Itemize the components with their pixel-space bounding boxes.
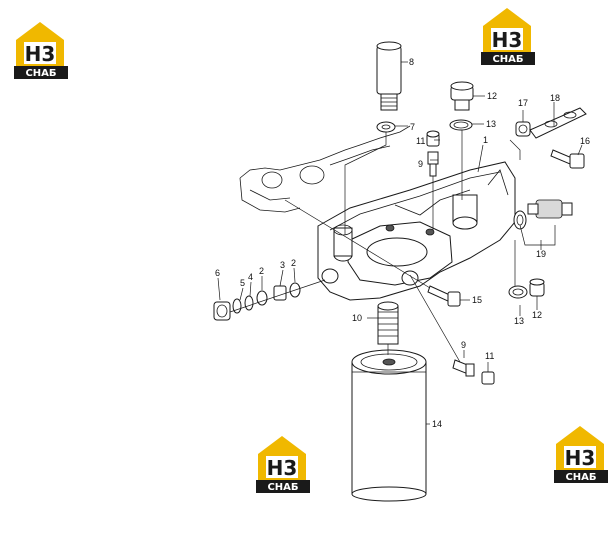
part-5-ring xyxy=(232,298,242,314)
callout-11-top: 11 xyxy=(416,136,425,146)
callout-19: 19 xyxy=(536,249,546,259)
part-16-bolt xyxy=(550,149,585,169)
callout-15: 15 xyxy=(472,295,482,305)
logo-word: СНАБ xyxy=(267,482,298,493)
part-19-sensor xyxy=(527,199,573,219)
callout-6: 6 xyxy=(215,268,220,278)
callout-9-top: 9 xyxy=(418,159,423,169)
part-18-bracket xyxy=(529,107,587,139)
part-12-plug-top xyxy=(450,81,474,111)
callout-1: 1 xyxy=(483,135,488,145)
callout-18: 18 xyxy=(550,93,560,103)
part-6-plug xyxy=(213,301,231,321)
callout-17: 17 xyxy=(518,98,528,108)
part-14-filter xyxy=(351,349,427,502)
callout-2a: 2 xyxy=(259,266,264,276)
logo-bottom-center: СНАБ xyxy=(256,436,310,493)
part-10-nipple xyxy=(377,301,399,345)
filter-head xyxy=(317,161,516,301)
logo-top-right: СНАБ xyxy=(481,8,535,65)
engine-block-outline xyxy=(239,125,411,213)
part-2-seal-a xyxy=(256,290,268,306)
logo-word: СНАБ xyxy=(492,54,523,65)
part-7-washer xyxy=(376,121,396,133)
logo-bottom-right: СНАБ xyxy=(554,426,608,483)
logo-word: СНАБ xyxy=(565,472,596,483)
callout-14: 14 xyxy=(432,419,442,429)
callout-2b: 2 xyxy=(291,258,296,268)
part-13-oring-top xyxy=(449,119,473,131)
logo-word: СНАБ xyxy=(25,68,56,79)
callout-10: 10 xyxy=(352,313,362,323)
callout-11-bottom: 11 xyxy=(485,351,494,361)
callout-7: 7 xyxy=(410,122,415,132)
callout-12-top: 12 xyxy=(487,91,497,101)
part-9-fitting-bottom xyxy=(452,359,475,377)
part-13-washer-side xyxy=(513,210,527,230)
logo-top-left: СНАБ xyxy=(14,22,68,79)
callout-13-top: 13 xyxy=(486,119,496,129)
callout-8: 8 xyxy=(409,57,414,67)
part-9-fitting-top xyxy=(427,151,439,177)
callout-13-bottom: 13 xyxy=(514,316,524,326)
callout-3: 3 xyxy=(280,260,285,270)
part-12-plug-bottom xyxy=(529,278,545,297)
callouts: 8 7 11 9 12 13 1 17 18 16 19 13 12 15 10… xyxy=(215,57,590,429)
part-4-washer xyxy=(244,295,254,311)
part-8-valve xyxy=(376,41,402,111)
callout-5: 5 xyxy=(240,278,245,288)
part-13-oring-bottom xyxy=(508,285,528,299)
part-15-bolt xyxy=(427,285,461,307)
callout-9-bottom: 9 xyxy=(461,340,466,350)
callout-12-bottom: 12 xyxy=(532,310,542,320)
callout-16: 16 xyxy=(580,136,590,146)
part-11-cap-top xyxy=(426,130,440,147)
leader-lines xyxy=(217,61,583,425)
part-11-cap-bottom xyxy=(481,371,495,385)
part-3-valve xyxy=(273,285,287,301)
part-17-bushing xyxy=(515,121,531,137)
callout-4: 4 xyxy=(248,272,253,282)
